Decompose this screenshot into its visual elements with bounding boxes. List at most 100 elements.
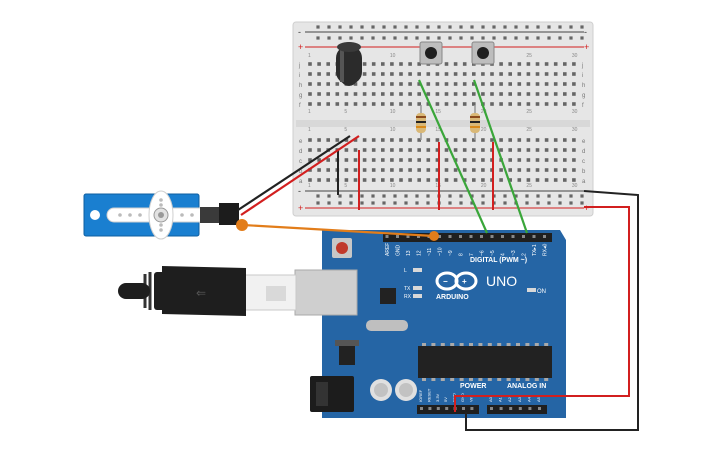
- breadboard-hole[interactable]: [444, 92, 449, 96]
- breadboard-hole[interactable]: [335, 102, 340, 106]
- breadboard-hole[interactable]: [535, 178, 540, 182]
- rail-hole[interactable]: [459, 194, 463, 198]
- breadboard-hole[interactable]: [362, 72, 367, 76]
- breadboard-hole[interactable]: [453, 178, 458, 182]
- resistor-1[interactable]: [416, 105, 426, 140]
- breadboard-hole[interactable]: [444, 82, 449, 86]
- breadboard-hole[interactable]: [544, 72, 549, 76]
- breadboard-hole[interactable]: [435, 138, 440, 142]
- resistor-2[interactable]: [470, 105, 480, 140]
- header-pin[interactable]: [501, 235, 504, 238]
- breadboard-hole[interactable]: [362, 168, 367, 172]
- breadboard-hole[interactable]: [399, 62, 403, 66]
- rail-hole[interactable]: [371, 36, 375, 40]
- rail-hole[interactable]: [503, 25, 507, 29]
- breadboard-hole[interactable]: [499, 168, 503, 172]
- breadboard-hole[interactable]: [417, 72, 421, 76]
- breadboard-hole[interactable]: [371, 62, 376, 66]
- rail-hole[interactable]: [569, 25, 573, 29]
- breadboard-hole[interactable]: [344, 178, 349, 182]
- breadboard-hole[interactable]: [444, 148, 449, 152]
- breadboard-hole[interactable]: [517, 92, 522, 96]
- usb-port[interactable]: [294, 269, 358, 316]
- breadboard-hole[interactable]: [326, 168, 330, 172]
- breadboard-hole[interactable]: [381, 72, 385, 76]
- rail-hole[interactable]: [349, 25, 353, 29]
- header-pin[interactable]: [532, 235, 536, 238]
- breadboard-hole[interactable]: [317, 168, 321, 172]
- breadboard-hole[interactable]: [563, 178, 567, 182]
- header-pin[interactable]: [396, 235, 399, 238]
- rail-hole[interactable]: [580, 201, 584, 205]
- breadboard-hole[interactable]: [535, 92, 540, 96]
- breadboard-hole[interactable]: [563, 138, 567, 142]
- breadboard-hole[interactable]: [499, 72, 503, 76]
- rail-hole[interactable]: [580, 25, 584, 29]
- breadboard-hole[interactable]: [435, 158, 440, 162]
- breadboard-hole[interactable]: [544, 158, 549, 162]
- breadboard-hole[interactable]: [362, 102, 367, 106]
- header-pin[interactable]: [428, 407, 432, 410]
- breadboard-hole[interactable]: [453, 168, 458, 172]
- breadboard-hole[interactable]: [390, 168, 394, 172]
- breadboard-hole[interactable]: [544, 82, 549, 86]
- breadboard-hole[interactable]: [371, 138, 376, 142]
- rail-hole[interactable]: [382, 36, 386, 40]
- rail-hole[interactable]: [448, 25, 452, 29]
- breadboard-hole[interactable]: [317, 138, 321, 142]
- rail-hole[interactable]: [569, 36, 573, 40]
- rail-hole[interactable]: [371, 201, 375, 205]
- header-pin[interactable]: [490, 235, 494, 238]
- breadboard-hole[interactable]: [371, 148, 376, 152]
- orange-wire[interactable]: [242, 223, 435, 238]
- header-pin[interactable]: [448, 235, 452, 238]
- breadboard-hole[interactable]: [508, 158, 512, 162]
- breadboard-hole[interactable]: [308, 72, 312, 76]
- breadboard-hole[interactable]: [490, 82, 494, 86]
- rail-hole[interactable]: [536, 25, 540, 29]
- rail-hole[interactable]: [415, 25, 419, 29]
- rail-hole[interactable]: [514, 25, 518, 29]
- breadboard-hole[interactable]: [535, 158, 540, 162]
- breadboard-hole[interactable]: [553, 168, 558, 172]
- breadboard-hole[interactable]: [517, 148, 522, 152]
- breadboard-hole[interactable]: [371, 102, 376, 106]
- wires[interactable]: [237, 79, 639, 431]
- breadboard-hole[interactable]: [344, 148, 349, 152]
- breadboard-hole[interactable]: [399, 92, 403, 96]
- breadboard-hole[interactable]: [499, 62, 503, 66]
- breadboard-hole[interactable]: [317, 148, 321, 152]
- breadboard-hole[interactable]: [335, 92, 340, 96]
- rail-hole[interactable]: [404, 25, 408, 29]
- rail-hole[interactable]: [514, 194, 518, 198]
- rail-hole[interactable]: [371, 194, 375, 198]
- breadboard-hole[interactable]: [490, 102, 494, 106]
- breadboard-hole[interactable]: [526, 92, 531, 96]
- red-wire[interactable]: [240, 135, 360, 216]
- breadboard-hole[interactable]: [526, 158, 531, 162]
- rail-hole[interactable]: [415, 201, 419, 205]
- breadboard-hole[interactable]: [572, 178, 576, 182]
- breadboard-hole[interactable]: [308, 102, 312, 106]
- breadboard-hole[interactable]: [535, 168, 540, 172]
- breadboard-hole[interactable]: [408, 178, 412, 182]
- breadboard-hole[interactable]: [399, 102, 403, 106]
- header-pin[interactable]: [543, 235, 546, 238]
- breadboard-hole[interactable]: [553, 92, 558, 96]
- breadboard-hole[interactable]: [517, 168, 522, 172]
- rail-hole[interactable]: [536, 194, 540, 198]
- breadboard-hole[interactable]: [390, 62, 394, 66]
- rail-hole[interactable]: [459, 201, 463, 205]
- breadboard-hole[interactable]: [435, 102, 440, 106]
- header-pin[interactable]: [385, 235, 389, 238]
- rail-hole[interactable]: [437, 36, 441, 40]
- breadboard-hole[interactable]: [462, 138, 467, 142]
- breadboard-hole[interactable]: [508, 92, 512, 96]
- breadboard-hole[interactable]: [371, 82, 376, 86]
- rail-hole[interactable]: [327, 36, 331, 40]
- rail-hole[interactable]: [481, 194, 485, 198]
- rail-hole[interactable]: [426, 194, 430, 198]
- breadboard-hole[interactable]: [535, 72, 540, 76]
- breadboard-hole[interactable]: [371, 168, 376, 172]
- rail-hole[interactable]: [327, 194, 331, 198]
